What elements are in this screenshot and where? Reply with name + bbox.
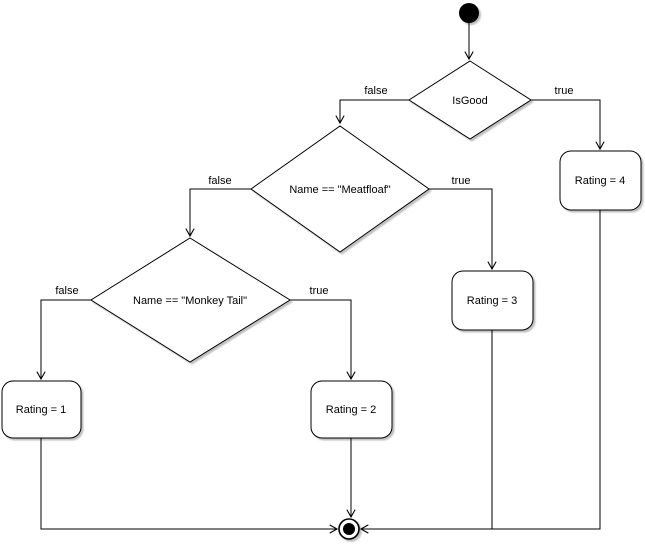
edge-meatfloaf-true-to-rating3: [429, 188, 497, 271]
edge-rating1-to-end: [40, 438, 339, 534]
action-rating-1: [1, 380, 82, 439]
decision-isgood-label: IsGood: [452, 95, 487, 107]
decision-meatfloaf-label: Name == "Meatfloaf": [289, 184, 390, 196]
action-rating-1-label: Rating = 1: [16, 404, 66, 416]
action-rating-2: [310, 380, 393, 439]
edge-label-isgood-false: false: [364, 85, 387, 97]
action-rating-2-label: Rating = 2: [326, 404, 376, 416]
edge-label-meatfloaf-false: false: [208, 175, 231, 187]
decision-meatfloaf: [250, 125, 430, 253]
decision-monkeytail: [90, 237, 291, 363]
edge-rating4-to-end: [359, 210, 601, 534]
action-rating-3-label: Rating = 3: [467, 295, 517, 307]
edge-monkeytail-false-to-rating1: [36, 299, 91, 381]
end-node: [338, 518, 360, 540]
edge-monkeytail-true-to-rating2: [290, 299, 356, 381]
edge-isgood-false-to-meatfloaf: [335, 99, 409, 125]
edge-label-monkeytail-true: true: [310, 285, 329, 297]
decision-monkeytail-label: Name == "Monkey Tail": [133, 295, 247, 307]
edge-label-monkeytail-false: false: [55, 285, 78, 297]
edge-label-isgood-true: true: [555, 85, 574, 97]
edge-label-meatfloaf-true: true: [452, 175, 471, 187]
action-rating-3: [451, 270, 534, 331]
edge-meatfloaf-false-to-monkeytail: [185, 188, 251, 238]
edge-isgood-true-to-rating4: [531, 99, 605, 151]
decision-isgood: [408, 60, 532, 140]
start-node: [459, 3, 479, 23]
action-rating-4: [559, 150, 642, 211]
action-rating-4-label: Rating = 4: [575, 175, 625, 187]
